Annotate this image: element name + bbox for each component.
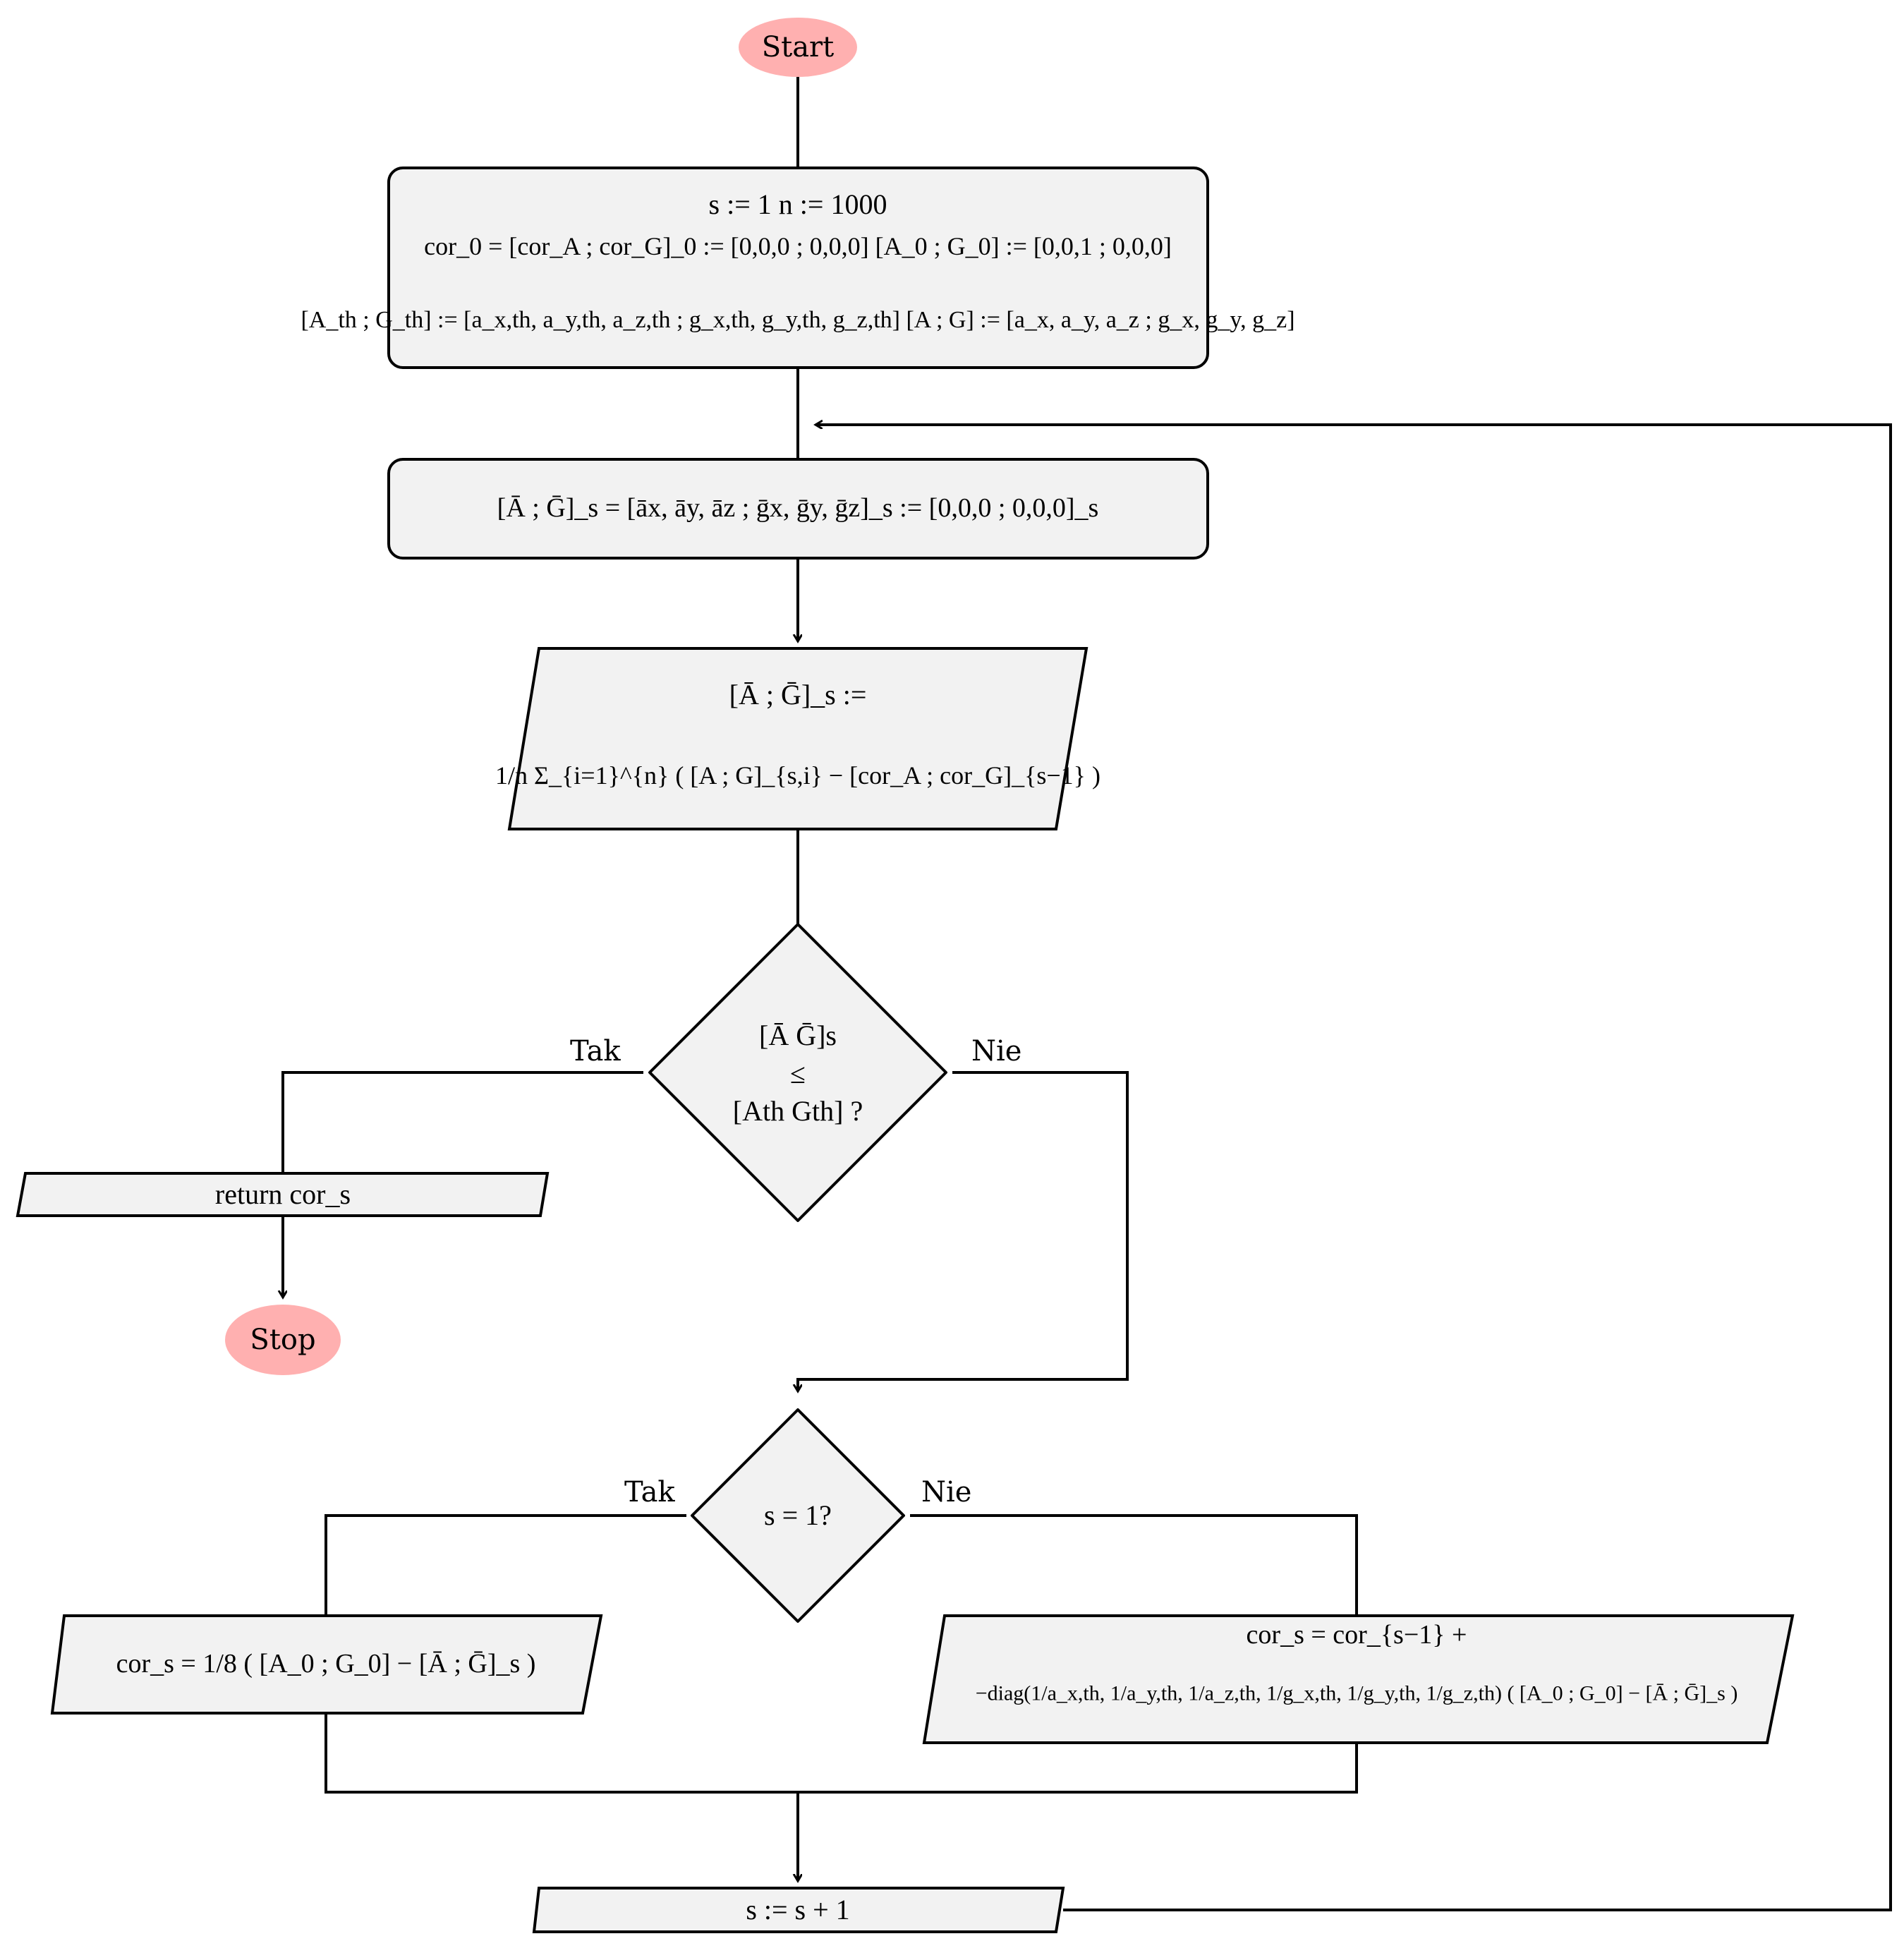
compute-mean-row-2: 1/n Σ_{i=1}^{n} ( [A ; G]_{s,i} − [cor_A… <box>495 761 1100 790</box>
start-label: Start <box>761 31 835 64</box>
init-row-3: [A_th ; G_th] := [a_x,th, a_y,th, a_z,th… <box>301 307 1295 333</box>
edge-update-correction-to-merge <box>798 1743 1358 1794</box>
edge-first-correction-to-merge <box>325 1713 798 1794</box>
update-correction-row-2: −diag(1/a_x,th, 1/a_y,th, 1/a_z,th, 1/g_… <box>975 1681 1738 1705</box>
init-row-1: s := 1 n := 1000 <box>708 188 887 220</box>
edge-decision-no-to-first-step <box>798 1071 1129 1391</box>
edge-first-step-no <box>910 1514 1358 1616</box>
threshold-decision-diamond <box>648 923 947 1222</box>
first-step-yes-label: Tak <box>624 1476 675 1508</box>
threshold-row-3: [Ath Gth] ? <box>732 1095 863 1127</box>
return-text: return cor_s <box>214 1178 351 1210</box>
increment-text: s := s + 1 <box>746 1894 850 1925</box>
init-row-2: cor_0 = [cor_A ; cor_G]_0 := [0,0,0 ; 0,… <box>424 232 1172 260</box>
first-step-no-label: Nie <box>921 1476 972 1508</box>
reset-mean-text: [Ā ; Ḡ]_s = [āx, āy, āz ; ḡx, ḡy, ḡz]_s … <box>497 493 1099 524</box>
compute-mean-row-1: [Ā ; Ḡ]_s := <box>729 679 867 711</box>
threshold-row-2: ≤ <box>790 1058 806 1089</box>
threshold-row-1: [Ā Ḡ]s <box>759 1020 837 1051</box>
start-terminal <box>739 18 857 77</box>
edge-loop-back <box>815 425 1892 1911</box>
first-correction-text: cor_s = 1/8 ( [A_0 ; G_0] − [Ā ; Ḡ]_s ) <box>116 1649 536 1679</box>
return-io <box>16 1172 550 1217</box>
stop-terminal <box>225 1305 341 1375</box>
first-step-decision-diamond <box>691 1408 905 1623</box>
threshold-no-label: Nie <box>971 1035 1022 1068</box>
stop-label: Stop <box>250 1324 316 1356</box>
edge-first-step-yes <box>325 1514 686 1616</box>
edge-decision-yes-to-return <box>281 1071 643 1173</box>
threshold-yes-label: Tak <box>570 1035 621 1068</box>
update-correction-io <box>922 1614 1795 1744</box>
increment-io <box>532 1887 1065 1933</box>
first-correction-io <box>50 1614 603 1715</box>
compute-mean-io <box>507 647 1089 830</box>
first-step-question: s = 1? <box>764 1499 832 1531</box>
update-correction-row-1: cor_s = cor_{s−1} + <box>1246 1620 1467 1650</box>
